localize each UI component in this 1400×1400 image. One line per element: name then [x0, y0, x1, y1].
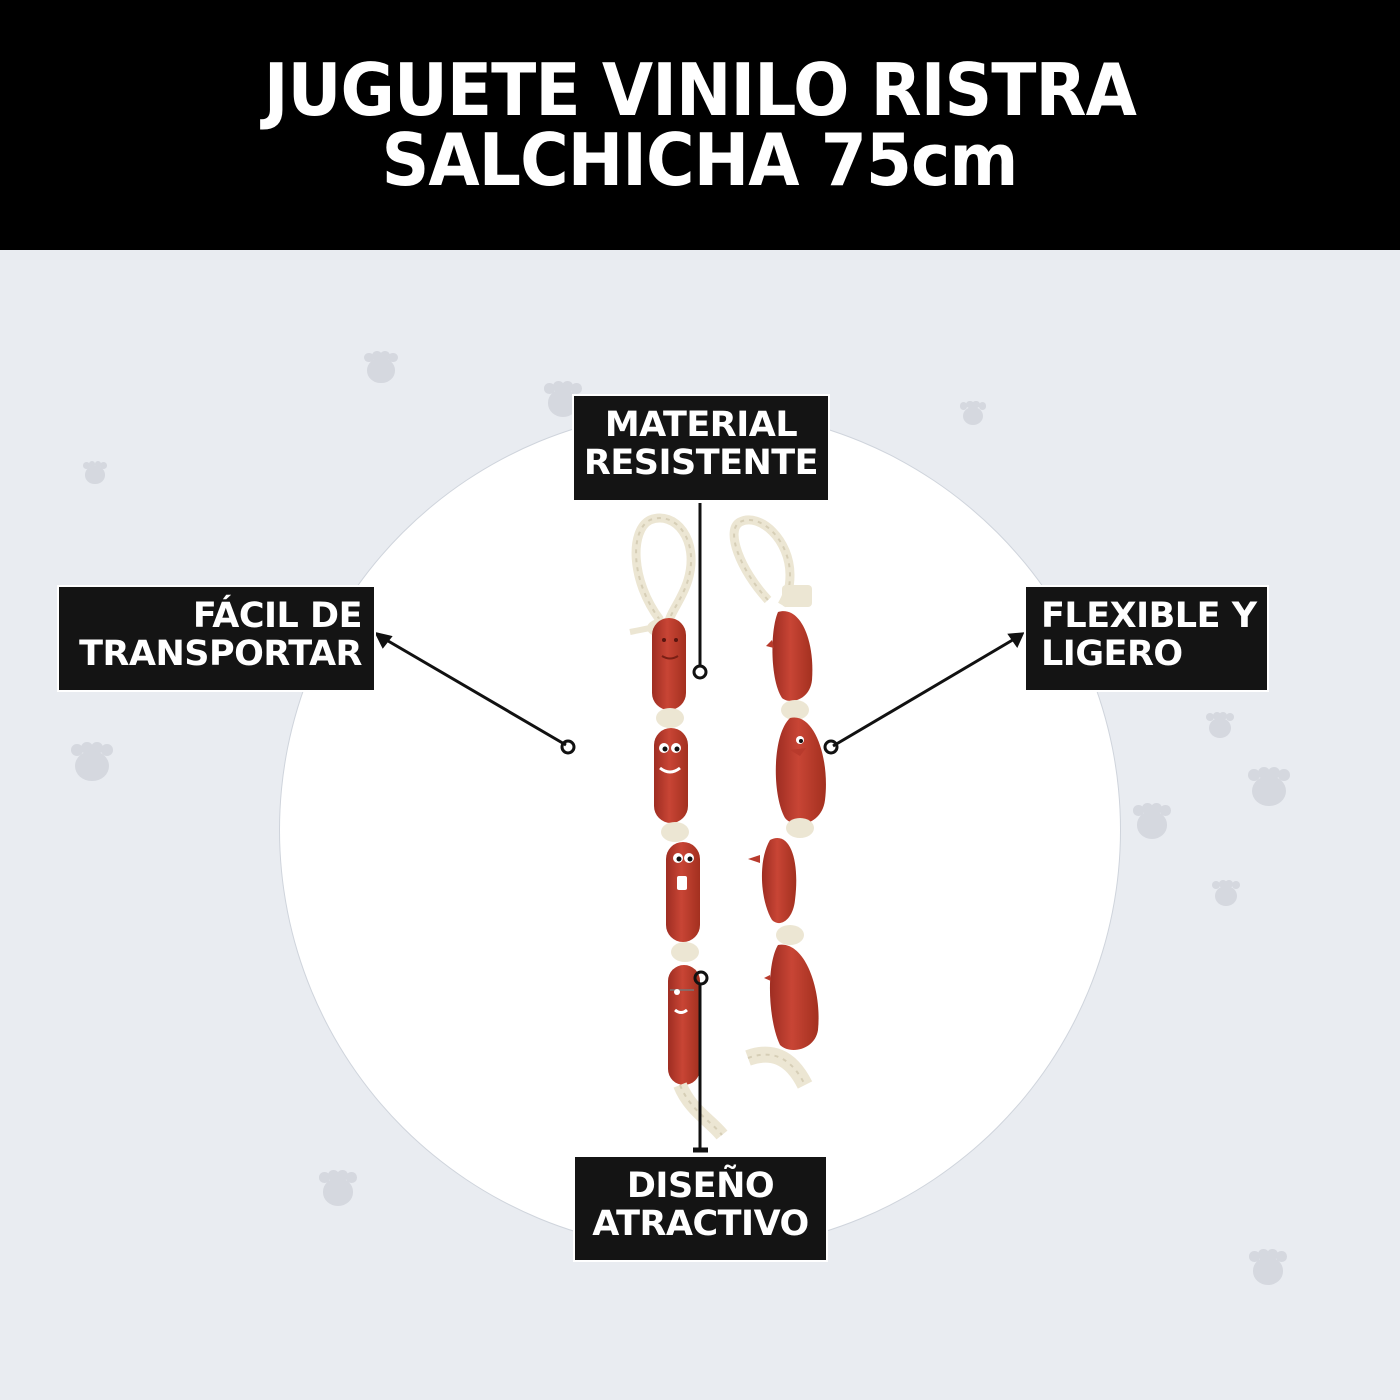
paw-print-icon	[83, 461, 107, 485]
paw-print-icon	[319, 1170, 357, 1208]
feature-label-transport-line1: FÁCIL DE	[192, 596, 363, 636]
callout-dot-flexible	[823, 739, 839, 755]
feature-label-material-line2: RESISTENTE	[583, 443, 819, 483]
callout-dot-design	[693, 970, 709, 986]
feature-label-design: DISEÑO ATRACTIVO	[573, 1155, 828, 1262]
callout-line-flexible	[832, 636, 1017, 748]
feature-label-design-line2: ATRACTIVO	[592, 1204, 809, 1244]
sausage-string-right-icon	[729, 515, 826, 1089]
feature-label-flexible-line2: LIGERO	[1041, 634, 1183, 674]
feature-label-transport: FÁCIL DE TRANSPORTAR	[57, 585, 376, 692]
paw-print-icon	[1133, 803, 1171, 841]
title-line-1: JUGUETE VINILO RISTRA	[263, 48, 1137, 132]
feature-label-flexible-line1: FLEXIBLE Y	[1041, 596, 1257, 636]
callout-dot-transport	[560, 739, 576, 755]
feature-label-flexible: FLEXIBLE Y LIGERO	[1024, 585, 1269, 692]
callout-line-transport	[382, 636, 567, 747]
feature-label-design-line1: DISEÑO	[626, 1166, 775, 1206]
title-banner: JUGUETE VINILO RISTRA SALCHICHA 75cm	[0, 0, 1400, 250]
feature-label-material-line1: MATERIAL	[604, 405, 798, 445]
callout-dot-material	[692, 664, 708, 680]
paw-print-icon	[71, 742, 113, 784]
paw-print-icon	[1249, 1249, 1287, 1287]
feature-label-transport-line2: TRANSPORTAR	[79, 634, 362, 674]
paw-print-icon	[1248, 767, 1290, 809]
paw-print-icon	[1212, 880, 1240, 908]
feature-label-material: MATERIAL RESISTENTE	[572, 394, 830, 502]
sausage-string-left-icon	[629, 513, 728, 1140]
paw-print-icon	[364, 351, 398, 385]
paw-print-icon	[1206, 712, 1234, 740]
paw-print-icon	[960, 401, 986, 427]
title-line-2: SALCHICHA 75cm	[382, 118, 1019, 202]
callout-lines	[374, 503, 1025, 1153]
